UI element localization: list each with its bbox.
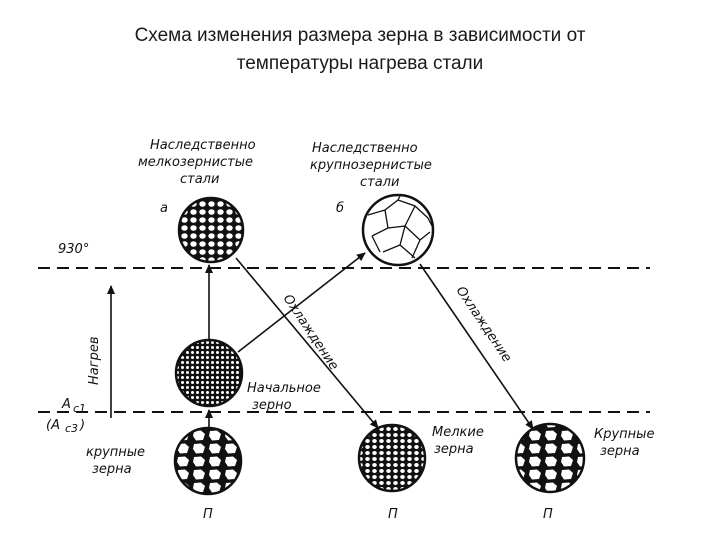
svg-text:c1: c1 [73,402,86,415]
marker-a: а [160,201,168,216]
p-label-2: П [388,507,398,522]
svg-text:c3: c3 [65,422,78,435]
p-label-1: П [203,507,213,522]
svg-text:Наследственно: Наследственно [312,141,418,156]
svg-text:зерна: зерна [434,442,474,457]
fine-hereditary-label: Наследственно мелкозернистые стали [138,138,256,187]
temp-930-label: 930° [58,242,89,257]
heating-label: Нагрев [87,337,102,385]
marker-b: б [336,201,344,216]
circle-coarse-initial [173,426,243,496]
arrow-initial-to-coarse-hered [237,252,366,353]
coarse-grains-right-label: Крупные зерна [594,427,654,459]
svg-text:крупнозернистые: крупнозернистые [310,158,432,173]
circle-initial-grain [174,338,244,408]
svg-text:): ) [79,418,85,433]
svg-text:зерна: зерна [600,444,640,459]
svg-text:стали: стали [180,172,219,187]
svg-text:Начальное: Начальное [247,381,321,396]
circle-coarse-hereditary [361,193,435,267]
page-title: Схема изменения размера зерна в зависимо… [0,22,720,78]
title-line-2: температуры нагрева стали [236,53,484,74]
svg-text:A: A [61,397,71,412]
circle-coarse-result [514,422,586,494]
svg-text:стали: стали [360,175,399,190]
svg-text:мелкозернистые: мелкозернистые [138,155,253,170]
circle-fine-result [357,423,427,493]
circle-fine-hereditary [177,196,245,264]
arrow-coarse-to-coarse-result [419,263,534,430]
svg-text:(A: (A [46,418,60,433]
svg-text:зерна: зерна [92,462,132,477]
svg-text:Крупные: Крупные [594,427,654,442]
svg-text:крупные: крупные [86,445,145,460]
title-line-1: Схема изменения размера зерна в зависимо… [134,25,586,46]
arrow-fine-to-fine-result [235,257,379,429]
fine-grains-label: Мелкие зерна [432,425,484,457]
initial-grain-label: Начальное зерно [247,381,321,413]
p-label-3: П [543,507,553,522]
ac3-label: (A c3 ) [46,418,85,435]
coarse-hereditary-label: Наследственно крупнозернистые стали [310,141,432,190]
cooling-label-left: Охлаждение [280,292,342,373]
ac1-label: A c1 [61,397,86,415]
svg-text:Наследственно: Наследственно [150,138,256,153]
svg-text:зерно: зерно [252,398,292,413]
coarse-grains-left-label: крупные зерна [86,445,145,477]
svg-text:Мелкие: Мелкие [432,425,484,440]
